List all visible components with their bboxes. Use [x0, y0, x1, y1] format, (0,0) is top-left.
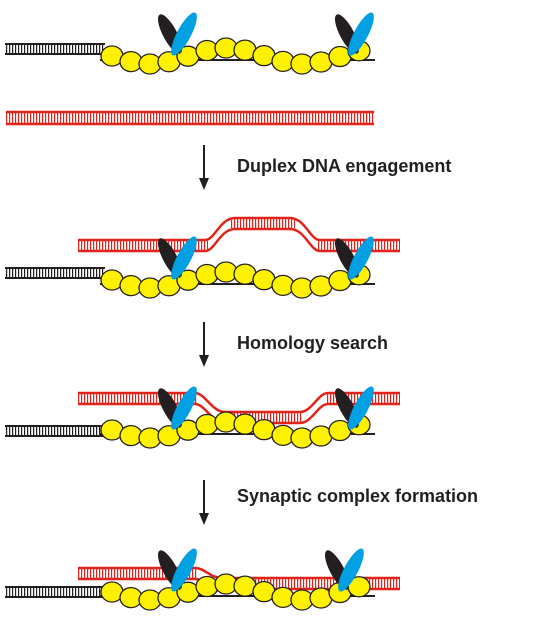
blue-blade — [171, 386, 197, 430]
step-arrow-3 — [199, 480, 209, 525]
step-label-synaptic-complex: Synaptic complex formation — [237, 486, 478, 506]
step-arrow-1 — [199, 145, 209, 190]
step-label-engagement: Duplex DNA engagement — [237, 156, 451, 176]
blue-blade — [348, 386, 374, 430]
protein-filament — [100, 386, 375, 449]
blue-blade — [171, 12, 197, 56]
protein-filament — [100, 236, 375, 299]
panel-engagement — [5, 216, 400, 299]
blue-blade — [348, 236, 374, 280]
panel-synapsis — [5, 548, 400, 611]
blue-blade — [348, 12, 374, 56]
blue-blade — [338, 548, 364, 592]
protein-filament — [100, 548, 375, 611]
black-dsDNA-end — [5, 425, 105, 437]
blue-blade — [171, 236, 197, 280]
black-dsDNA-end — [5, 586, 105, 598]
red-dsDNA-donor — [6, 110, 374, 126]
step-arrow-2 — [199, 322, 209, 367]
panel-initial — [5, 12, 375, 126]
red-dsDNA-engaged — [78, 216, 400, 253]
blue-blade — [171, 548, 197, 592]
protein-filament — [100, 12, 375, 75]
panel-search — [5, 386, 400, 449]
black-dsDNA-end — [5, 43, 105, 55]
step-label-homology-search: Homology search — [237, 333, 388, 353]
black-dsDNA-end — [5, 267, 105, 279]
